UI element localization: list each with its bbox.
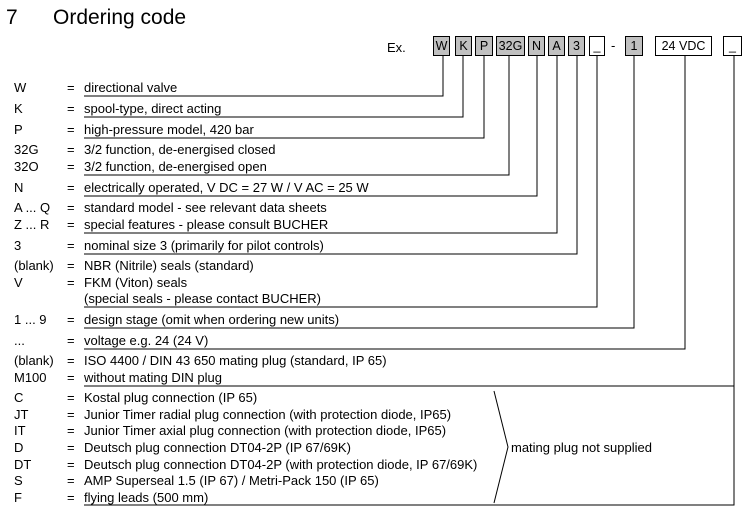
leader-line-voltage bbox=[84, 56, 686, 350]
equals-sign: = bbox=[67, 275, 75, 290]
code-box-design-stage: 1 bbox=[625, 36, 643, 56]
row-code: F bbox=[14, 490, 22, 505]
mating-plug-note: mating plug not supplied bbox=[511, 440, 652, 455]
row-code: IT bbox=[14, 423, 26, 438]
row-description: without mating DIN plug bbox=[84, 370, 223, 385]
leader-line-design-stage bbox=[84, 56, 635, 329]
row-code: (blank) bbox=[14, 353, 54, 368]
equals-sign: = bbox=[67, 353, 75, 368]
equals-sign: = bbox=[67, 238, 75, 253]
row-description: AMP Superseal 1.5 (IP 67) / Metri-Pack 1… bbox=[84, 473, 379, 488]
leader-line-a bbox=[84, 56, 558, 234]
leader-line-p bbox=[84, 56, 485, 139]
row-description: voltage e.g. 24 (24 V) bbox=[84, 333, 209, 348]
row-description: ISO 4400 / DIN 43 650 mating plug (stand… bbox=[84, 353, 387, 368]
equals-sign: = bbox=[67, 101, 75, 116]
row-code: 1 ... 9 bbox=[14, 312, 47, 327]
row-description: NBR (Nitrile) seals (standard) bbox=[84, 258, 254, 273]
row-description: flying leads (500 mm) bbox=[84, 490, 209, 505]
row-code: 32G bbox=[14, 142, 39, 157]
equals-sign: = bbox=[67, 159, 75, 174]
bracket-mating-plug bbox=[493, 390, 509, 504]
row-description: Junior Timer axial plug connection (with… bbox=[84, 423, 447, 438]
leader-line-k bbox=[84, 56, 464, 118]
row-code: D bbox=[14, 440, 24, 455]
equals-sign: = bbox=[67, 80, 75, 95]
row-description: (special seals - please contact BUCHER) bbox=[84, 291, 321, 306]
row-description: nominal size 3 (primarily for pilot cont… bbox=[84, 238, 324, 253]
equals-sign: = bbox=[67, 440, 75, 455]
equals-sign: = bbox=[67, 200, 75, 215]
code-box-a: A bbox=[548, 36, 565, 56]
leader-line-3 bbox=[84, 56, 578, 255]
example-label: Ex. bbox=[387, 40, 406, 55]
code-box-plug: _ bbox=[723, 36, 742, 56]
leader-line-plug bbox=[84, 56, 735, 387]
equals-sign: = bbox=[67, 390, 75, 405]
row-code: S bbox=[14, 473, 23, 488]
equals-sign: = bbox=[67, 312, 75, 327]
row-description: Kostal plug connection (IP 65) bbox=[84, 390, 258, 405]
row-description: special features - please consult BUCHER bbox=[84, 217, 329, 232]
row-description: high-pressure model, 420 bar bbox=[84, 122, 254, 137]
code-separator: - bbox=[611, 38, 616, 53]
equals-sign: = bbox=[67, 457, 75, 472]
leader-line-w bbox=[84, 56, 444, 97]
equals-sign: = bbox=[67, 122, 75, 137]
row-code: P bbox=[14, 122, 23, 137]
row-code: DT bbox=[14, 457, 32, 472]
code-box-p: P bbox=[475, 36, 493, 56]
code-box-n: N bbox=[528, 36, 545, 56]
row-code: N bbox=[14, 180, 24, 195]
equals-sign: = bbox=[67, 473, 75, 488]
row-description: spool-type, direct acting bbox=[84, 101, 222, 116]
equals-sign: = bbox=[67, 423, 75, 438]
code-box-3: 3 bbox=[568, 36, 585, 56]
code-box-32g: 32G bbox=[496, 36, 525, 56]
leader-line-32g bbox=[84, 56, 510, 176]
code-box-k: K bbox=[455, 36, 472, 56]
equals-sign: = bbox=[67, 258, 75, 273]
row-code: A ... Q bbox=[14, 200, 51, 215]
row-code: C bbox=[14, 390, 24, 405]
row-description: Deutsch plug connection DT04-2P (IP 67/6… bbox=[84, 440, 351, 455]
row-code: JT bbox=[14, 407, 29, 422]
row-description: design stage (omit when ordering new uni… bbox=[84, 312, 340, 327]
row-description: directional valve bbox=[84, 80, 178, 95]
row-description: 3/2 function, de-energised closed bbox=[84, 142, 276, 157]
equals-sign: = bbox=[67, 490, 75, 505]
row-description: Junior Timer radial plug connection (wit… bbox=[84, 407, 452, 422]
row-code: ... bbox=[14, 333, 25, 348]
row-code: (blank) bbox=[14, 258, 54, 273]
equals-sign: = bbox=[67, 142, 75, 157]
row-description: 3/2 function, de-energised open bbox=[84, 159, 267, 174]
leader-line-plug-bottom bbox=[84, 386, 735, 506]
code-box-voltage: 24 VDC bbox=[655, 36, 712, 56]
row-description: FKM (Viton) seals bbox=[84, 275, 188, 290]
row-code: M100 bbox=[14, 370, 47, 385]
section-number: 7 bbox=[6, 6, 18, 29]
row-code: Z ... R bbox=[14, 217, 50, 232]
code-box-seal: _ bbox=[589, 36, 605, 56]
equals-sign: = bbox=[67, 180, 75, 195]
equals-sign: = bbox=[67, 217, 75, 232]
row-code: V bbox=[14, 275, 23, 290]
row-description: standard model - see relevant data sheet… bbox=[84, 200, 327, 215]
section-title: Ordering code bbox=[53, 6, 187, 29]
equals-sign: = bbox=[67, 370, 75, 385]
row-description: Deutsch plug connection DT04-2P (with pr… bbox=[84, 457, 478, 472]
equals-sign: = bbox=[67, 407, 75, 422]
leader-line-n bbox=[84, 56, 538, 197]
row-code: 3 bbox=[14, 238, 22, 253]
equals-sign: = bbox=[67, 333, 75, 348]
row-code: 32O bbox=[14, 159, 39, 174]
row-description: electrically operated, V DC = 27 W / V A… bbox=[84, 180, 369, 195]
row-code: K bbox=[14, 101, 23, 116]
code-box-w: W bbox=[433, 36, 450, 56]
row-code: W bbox=[14, 80, 27, 95]
leader-line-seal bbox=[84, 56, 598, 308]
